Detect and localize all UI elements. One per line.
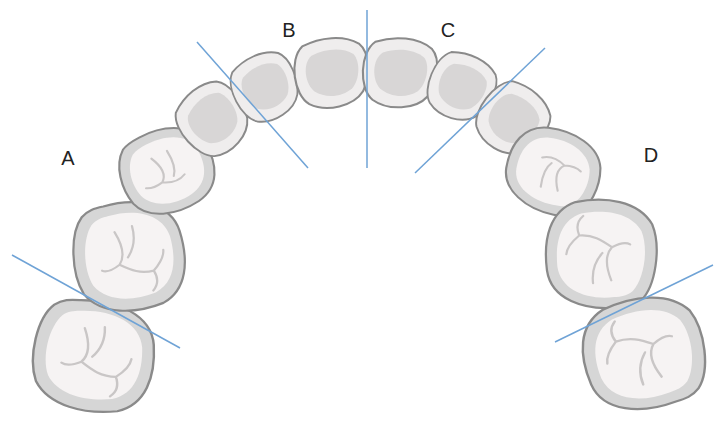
molar-tooth bbox=[541, 195, 661, 312]
quadrant-label: D bbox=[644, 145, 658, 165]
divider-line bbox=[415, 48, 545, 173]
quadrant-label: B bbox=[282, 20, 295, 40]
quadrant-label: C bbox=[441, 20, 455, 40]
quadrant-label: A bbox=[61, 148, 74, 168]
divider-line bbox=[12, 255, 180, 348]
divider-line bbox=[197, 42, 308, 168]
molar-tooth bbox=[25, 291, 163, 420]
central-incisor bbox=[292, 35, 372, 110]
molar-tooth bbox=[69, 198, 189, 315]
divider-line bbox=[555, 265, 713, 342]
molar-tooth bbox=[575, 289, 713, 418]
divider-line bbox=[366, 10, 368, 168]
